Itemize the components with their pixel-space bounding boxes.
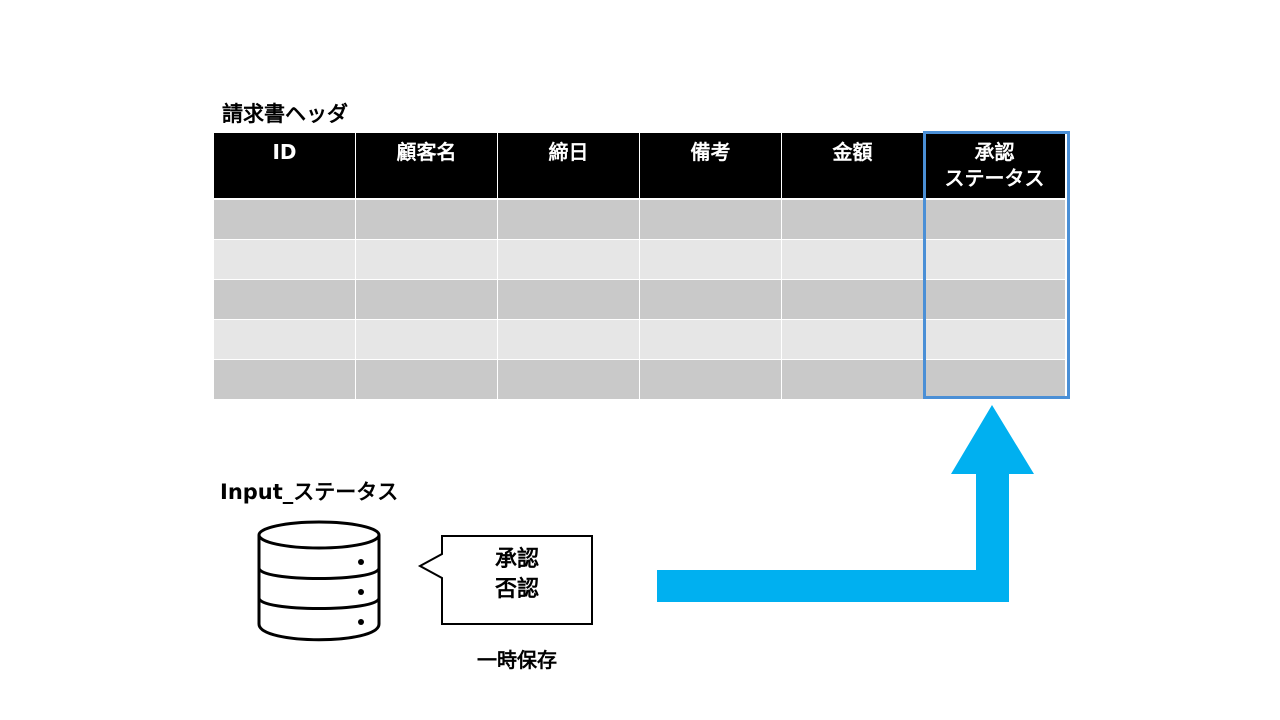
temporary-storage-label: 一時保存 xyxy=(477,648,557,672)
table-row xyxy=(213,279,1066,320)
table-row xyxy=(213,359,1066,400)
column-header-approval-status: 承認 ステータス xyxy=(923,133,1066,200)
column-header-remarks: 備考 xyxy=(639,133,782,200)
table-row xyxy=(213,239,1066,280)
table-row xyxy=(213,199,1066,240)
column-header-amount: 金額 xyxy=(781,133,924,200)
column-header-id: ID xyxy=(213,133,356,200)
status-option-rejected: 否認 xyxy=(494,577,539,602)
speech-bubble xyxy=(417,535,593,625)
table-title: 請求書ヘッダ xyxy=(222,102,348,126)
input-title: Input_ステータス xyxy=(220,480,399,504)
status-option-approved: 承認 xyxy=(494,547,539,572)
column-header-customer: 顧客名 xyxy=(355,133,498,200)
flow-arrow xyxy=(657,405,1034,602)
status-options: 承認 否認 xyxy=(444,545,590,605)
invoice-header-table: ID 顧客名 締日 備考 金額 承認 ステータス xyxy=(213,133,1066,400)
database-icon xyxy=(257,520,381,642)
table-row xyxy=(213,319,1066,360)
column-header-closing-date: 締日 xyxy=(497,133,640,200)
